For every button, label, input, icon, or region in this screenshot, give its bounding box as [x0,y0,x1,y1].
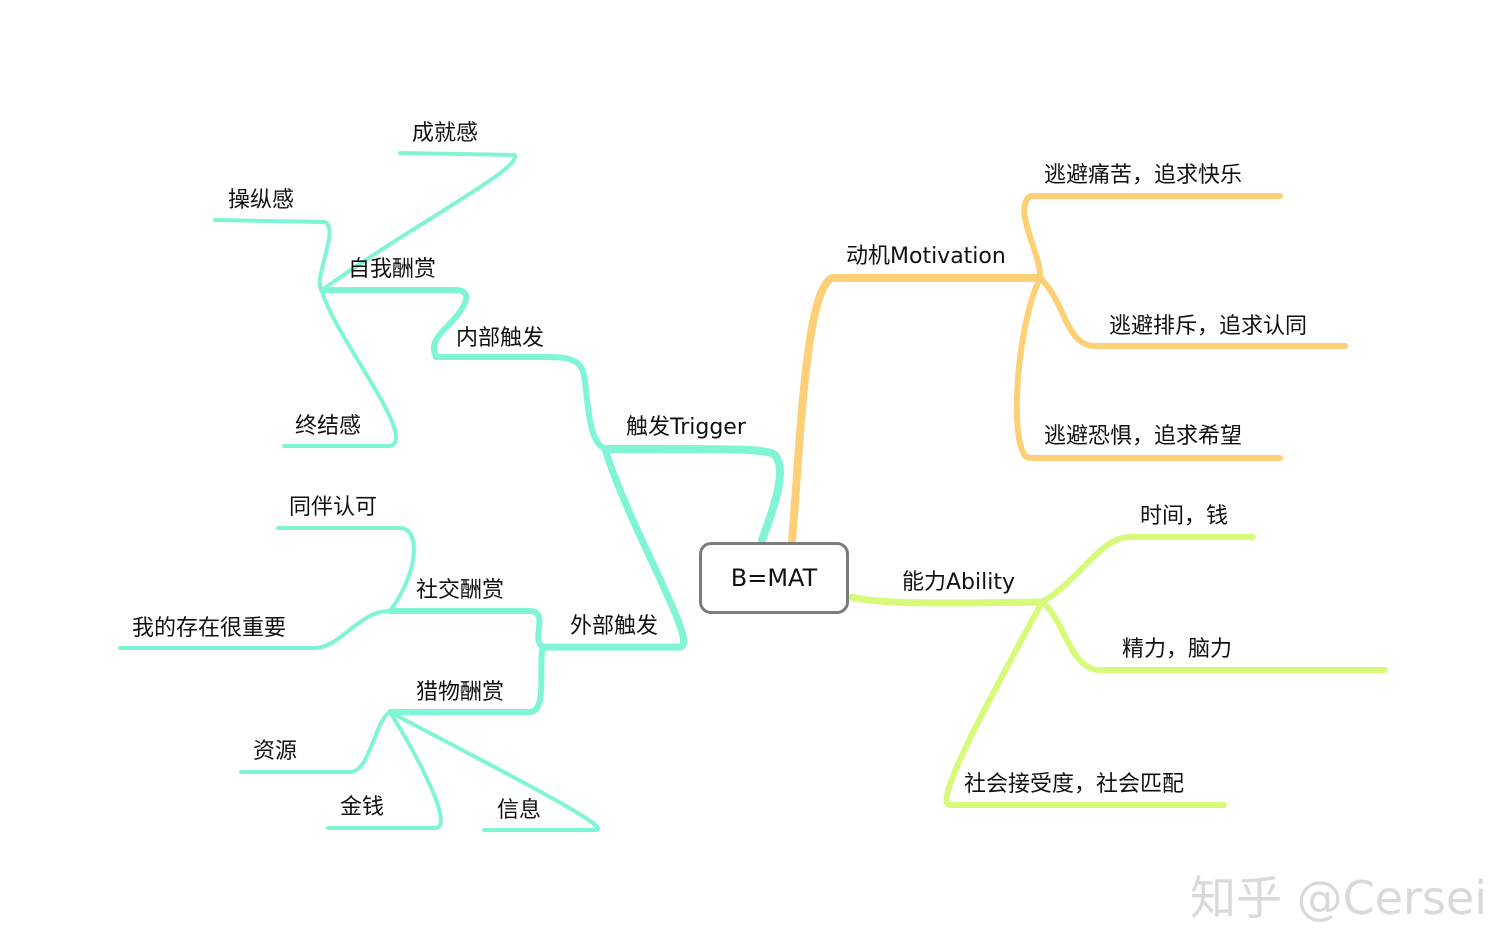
node-avoid-pain[interactable]: 逃避痛苦，追求快乐 [1044,163,1243,188]
connector-ability-time [1039,534,1256,605]
node-i-matter[interactable]: 我的存在很重要 [132,616,287,641]
connector-external-hunt [387,644,546,715]
connector-root-ability [848,593,1046,607]
root-node[interactable]: B=MAT [699,542,849,614]
connector-motivation-pain [1021,193,1283,281]
node-external-trigger[interactable]: 外部触发 [570,614,659,639]
connector-self-achievement [320,151,518,292]
node-avoid-rejection[interactable]: 逃避排斥，追求认同 [1109,314,1308,339]
connector-hunt-resource [239,710,392,774]
node-resource[interactable]: 资源 [253,739,298,764]
node-motivation[interactable]: 动机Motivation [846,244,1006,269]
node-trigger[interactable]: 触发Trigger [626,415,746,440]
connector-social-peer [276,526,416,613]
node-information[interactable]: 信息 [497,798,542,823]
connector-social-matter [118,608,392,650]
node-peer-approval[interactable]: 同伴认可 [289,495,378,520]
node-control[interactable]: 操纵感 [228,188,295,213]
node-avoid-fear[interactable]: 逃避恐惧，追求希望 [1044,424,1243,449]
node-money[interactable]: 金钱 [340,795,385,820]
connector-self-closure [282,288,399,448]
node-social-reward[interactable]: 社交酬赏 [416,578,505,603]
connector-root-motivation [788,274,1044,544]
node-energy[interactable]: 精力，脑力 [1122,637,1233,662]
node-hunt-reward[interactable]: 猎物酬赏 [416,680,505,705]
node-social-acceptance[interactable]: 社会接受度，社会匹配 [964,772,1185,797]
connector-root-trigger [601,444,784,544]
connector-trigger-external [539,445,688,651]
node-achievement[interactable]: 成就感 [412,121,479,146]
connector-internal-self [319,287,470,360]
node-ability[interactable]: 能力Ability [902,570,1015,595]
node-time-money[interactable]: 时间，钱 [1140,504,1229,529]
connector-motivation-reject [1037,275,1348,349]
connector-external-social [387,608,546,650]
connector-hunt-info [388,710,600,832]
node-closure[interactable]: 终结感 [295,414,362,439]
connector-ability-energy [1039,599,1388,673]
connector-self-control [213,218,332,292]
connector-motivation-fear [1013,275,1283,461]
connector-ability-social [943,599,1227,808]
watermark: 知乎 @Cersei [1190,871,1488,925]
node-internal-trigger[interactable]: 内部触发 [456,326,545,351]
node-self-reward[interactable]: 自我酬赏 [348,257,437,282]
connector-hunt-money [326,710,443,830]
connector-trigger-internal [433,354,608,452]
